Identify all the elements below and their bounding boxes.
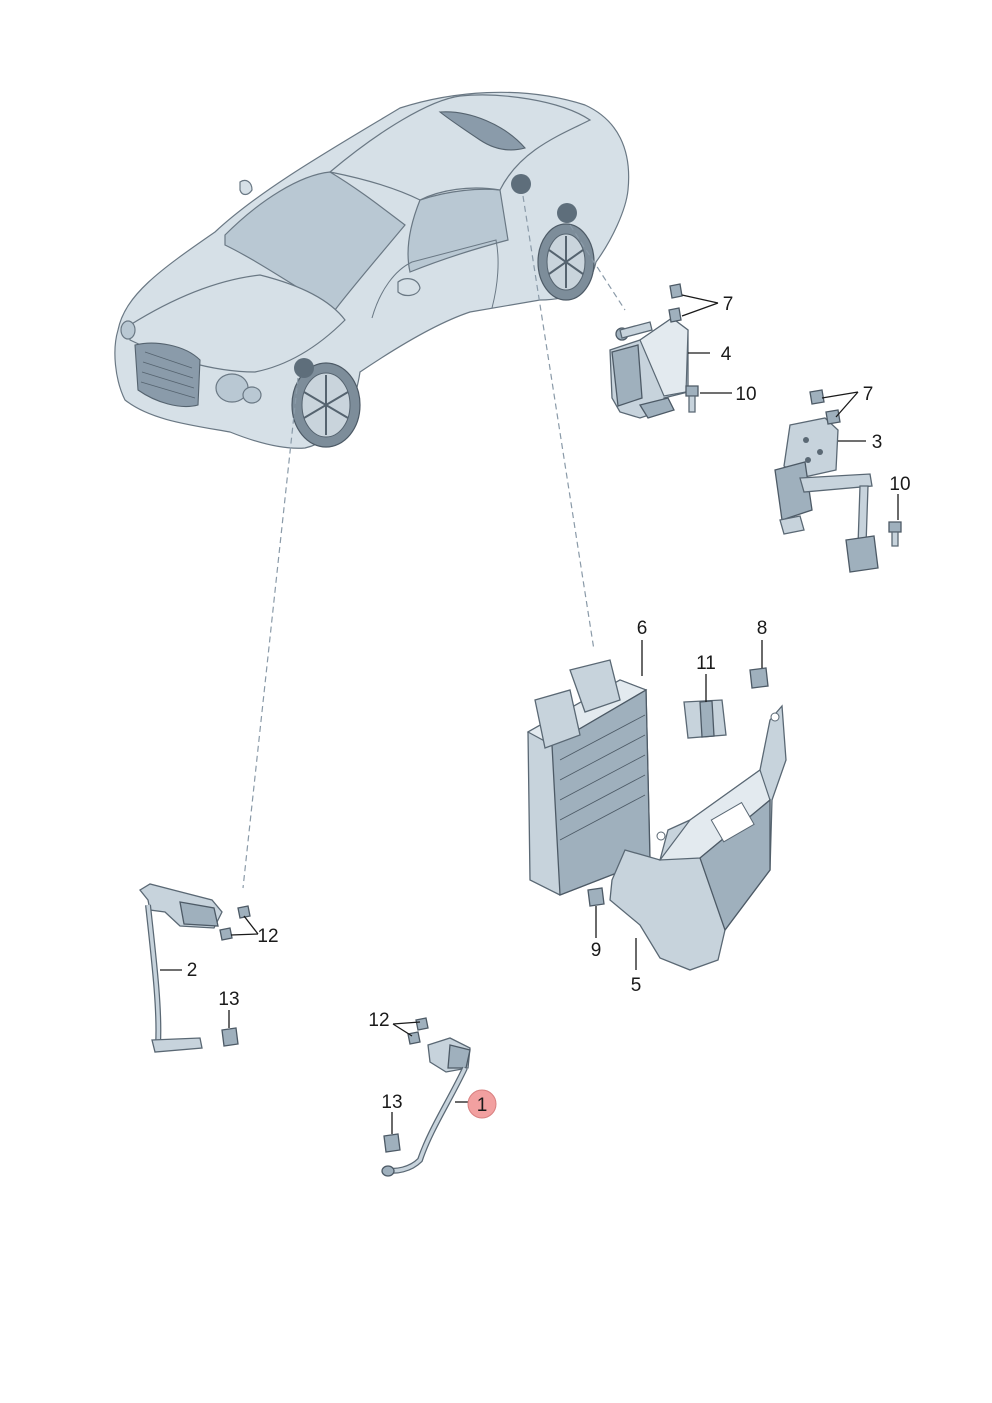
- part-12-screw-a: [237, 905, 251, 919]
- callout-10-left: 10: [735, 384, 756, 405]
- rear-wheel-location-marker: [557, 203, 577, 223]
- part-1-level-sensor: [381, 1037, 471, 1177]
- part-10-bolt-b: [888, 521, 902, 547]
- part-4-level-sensor-bracket: [609, 317, 689, 419]
- part-7-nut-a: [669, 283, 683, 299]
- part-10-bolt-a: [685, 385, 699, 413]
- callout-12-left: 12: [257, 926, 278, 947]
- car-illustration: [114, 91, 630, 449]
- part-2-level-sensor: [139, 883, 223, 1053]
- callout-3: 3: [872, 432, 883, 453]
- part-7-nut-d: [825, 409, 841, 425]
- part-13-nut-b: [383, 1133, 401, 1153]
- mid-location-marker: [511, 174, 531, 194]
- callout-13-bottom: 13: [381, 1092, 402, 1113]
- part-7-nut-b: [668, 307, 682, 323]
- callout-5: 5: [631, 975, 642, 996]
- part-5-bracket: [609, 704, 787, 971]
- callout-11: 11: [696, 653, 716, 674]
- part-11-clip: [683, 699, 727, 739]
- callout-1: 1: [477, 1095, 488, 1116]
- leader-rear-sensor: [569, 224, 626, 311]
- callout-7-right: 7: [863, 384, 874, 405]
- part-8-nut: [749, 667, 769, 689]
- callout-1-highlight: [467, 1089, 497, 1119]
- callout-4: 4: [721, 344, 732, 365]
- callout-9: 9: [591, 940, 602, 961]
- front-wheel-location-marker: [294, 358, 314, 378]
- callout-leaders: [160, 294, 899, 1134]
- callout-13-left: 13: [218, 989, 239, 1010]
- part-12-screw-b: [219, 927, 233, 941]
- part-3-level-sensor-arm: [774, 417, 879, 573]
- callout-8: 8: [757, 618, 768, 639]
- callout-2: 2: [187, 960, 198, 981]
- callout-7-top: 7: [723, 294, 734, 315]
- callout-10-right: 10: [889, 474, 910, 495]
- callout-6: 6: [637, 618, 648, 639]
- leader-control-unit: [522, 195, 595, 651]
- part-9-nut: [587, 887, 605, 907]
- callout-12-bottom: 12: [368, 1010, 389, 1031]
- leader-front-sensor: [242, 377, 299, 889]
- part-7-nut-c: [809, 389, 825, 405]
- part-13-nut-a: [221, 1027, 239, 1047]
